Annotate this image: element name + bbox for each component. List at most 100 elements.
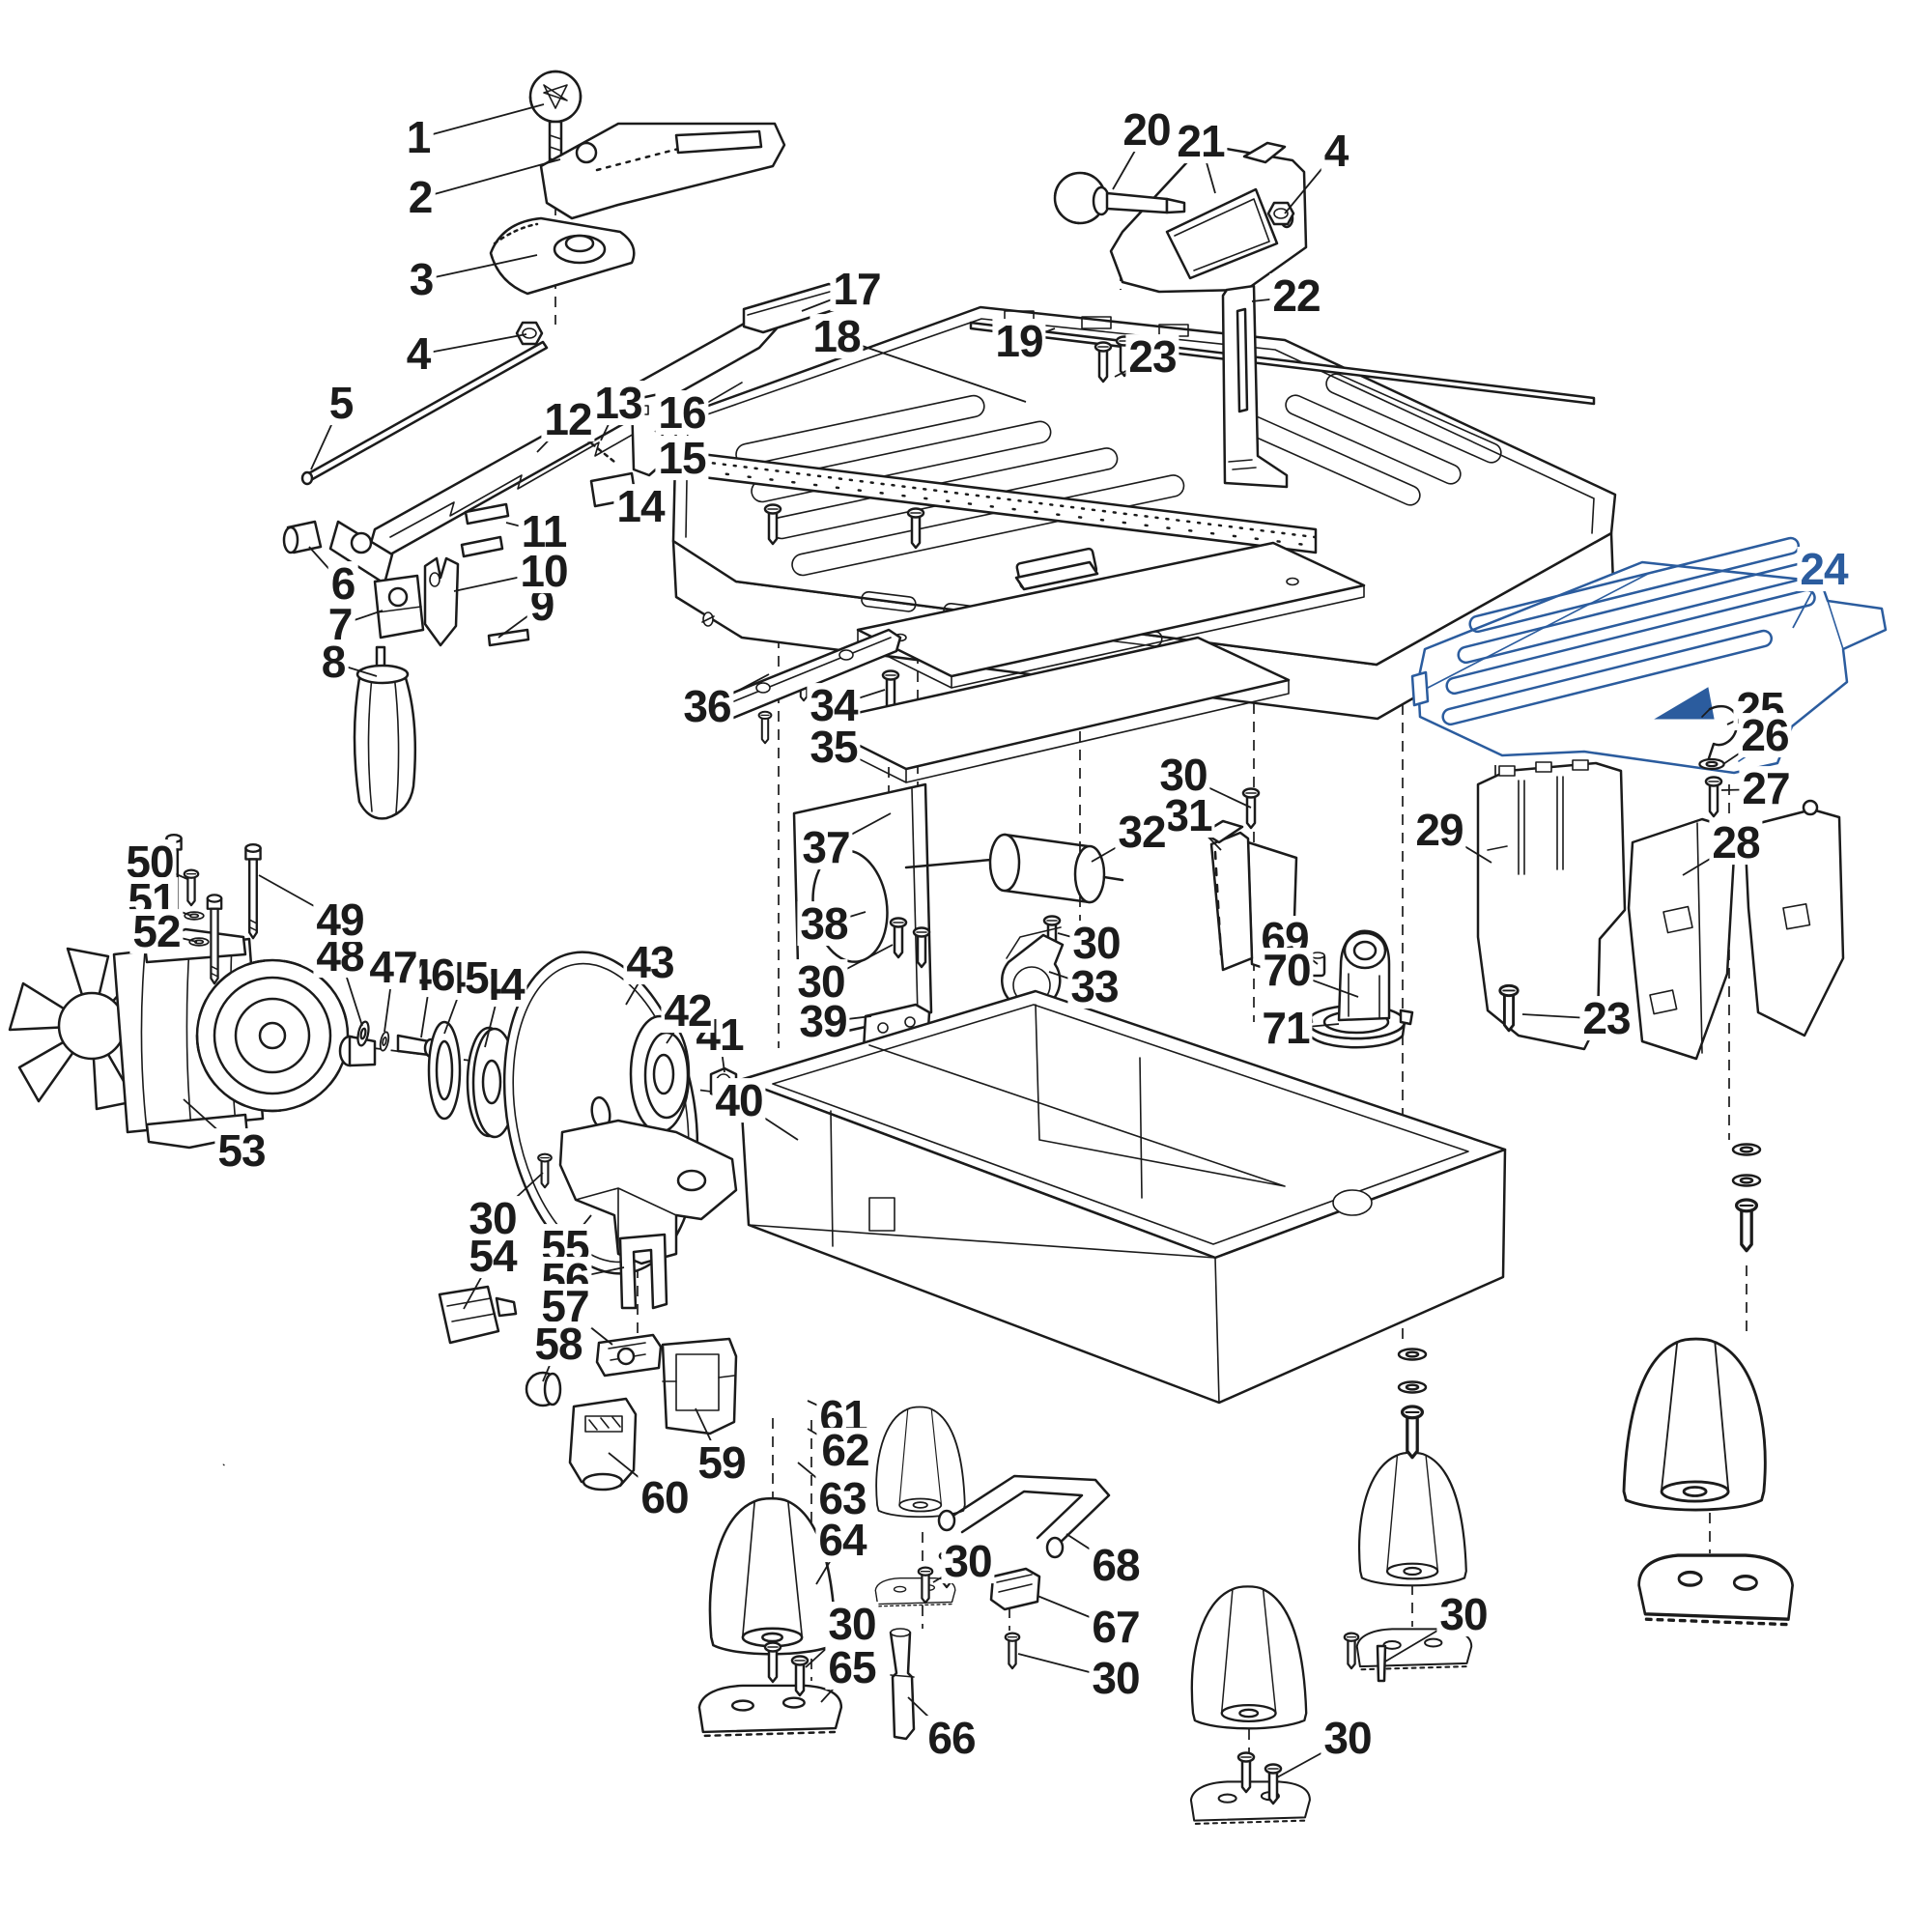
part-label-30-63: 30: [466, 1196, 520, 1241]
part-40-housing-tub: [738, 989, 1507, 1405]
part-label-49-51: 49: [313, 897, 367, 943]
part-label-10-9: 10: [517, 549, 571, 594]
part-label-50-52: 50: [123, 839, 177, 885]
part-label-6-5: 6: [327, 561, 358, 607]
part-label-57-59: 57: [538, 1284, 592, 1329]
part-label-4-3: 4: [403, 331, 434, 377]
part-label-34-35: 34: [807, 683, 861, 728]
part-label-27-27: 27: [1739, 766, 1793, 811]
part-label-60-62: 60: [638, 1475, 692, 1520]
feet-and-bases: [697, 1143, 1795, 1825]
part-56-u-clip: [618, 1233, 668, 1310]
part-32-roller: [904, 833, 1124, 904]
part-70-71-drain: [1298, 929, 1414, 1049]
part-57-switch: [595, 1333, 663, 1378]
part-54-power-cord: [222, 1285, 518, 1466]
part-label-58-60: 58: [531, 1321, 585, 1367]
part-11-pins: [460, 502, 510, 558]
part-label-1-0: 1: [403, 115, 434, 160]
part-5-rod: [300, 340, 549, 486]
part-2-mitre-fence-arm: [539, 122, 786, 220]
part-label-30-71: 30: [941, 1539, 995, 1584]
part-label-39-41: 39: [796, 999, 850, 1044]
part-67-block: [989, 1567, 1041, 1670]
part-label-30-40: 30: [794, 959, 848, 1005]
part-42-flange: [629, 1014, 691, 1134]
part-29-splash-panel: [1476, 759, 1627, 1051]
part-label-15-14: 15: [655, 436, 709, 481]
part-label-19-18: 19: [992, 319, 1046, 364]
part-label-30-68: 30: [825, 1602, 879, 1647]
part-label-36-37: 36: [680, 684, 734, 729]
part-label-18-17: 18: [810, 314, 864, 359]
part-label-26-26: 26: [1738, 713, 1792, 758]
part-label-16-15: 16: [655, 390, 709, 436]
part-label-62-65: 62: [818, 1428, 872, 1473]
part-69-plug: [1309, 952, 1326, 978]
part-label-70-76: 70: [1260, 948, 1314, 993]
part-20-clamp-knob: [1053, 171, 1186, 225]
part-label-38-39: 38: [797, 901, 851, 947]
part-label-4-21: 4: [1321, 128, 1351, 174]
leader-line-4: [417, 333, 527, 355]
part-label-66-70: 66: [924, 1716, 979, 1761]
leader-line-18: [836, 336, 1027, 403]
part-label-2-1: 2: [405, 175, 436, 220]
part-label-21-20: 21: [1174, 119, 1228, 164]
part-label-67-73: 67: [1089, 1605, 1143, 1650]
part-13-spring: [583, 437, 616, 464]
part-label-54-56: 54: [466, 1234, 520, 1279]
part-59-bracket: [661, 1337, 738, 1435]
part-68-carry-handle: [937, 1474, 1111, 1559]
part-label-53-55: 53: [214, 1128, 269, 1174]
part-label-23-78: 23: [1579, 996, 1634, 1041]
leader-line-1: [417, 103, 545, 139]
part-label-31-31: 31: [1161, 793, 1215, 838]
part-8-handle-grip: [353, 645, 417, 820]
leader-line-2: [419, 158, 561, 199]
part-label-30-80: 30: [1321, 1716, 1375, 1761]
part-label-8-7: 8: [318, 639, 349, 685]
part-label-3-2: 3: [406, 257, 437, 302]
part-label-43-45: 43: [623, 940, 677, 985]
part-label-33-34: 33: [1067, 964, 1122, 1009]
part-label-5-4: 5: [326, 381, 356, 426]
part-label-47-49: 47: [366, 945, 420, 990]
part-label-37-38: 37: [799, 825, 853, 870]
part-label-30-33: 30: [1069, 921, 1123, 966]
part-label-35-36: 35: [807, 724, 861, 770]
part-label-22-22: 22: [1269, 273, 1323, 319]
part-6-pin: [282, 520, 323, 554]
part-9-pin: [487, 628, 530, 647]
part-label-30-79: 30: [1436, 1592, 1491, 1637]
part-label-28-28: 28: [1709, 820, 1763, 866]
part-22-bracket: [1221, 284, 1289, 489]
part-label-71-77: 71: [1259, 1006, 1313, 1051]
part-label-30-74: 30: [1089, 1656, 1143, 1701]
part-label-59-61: 59: [695, 1440, 749, 1486]
part-36-clamp-rail: [711, 628, 902, 723]
part-33-clamp: [1001, 915, 1065, 1011]
part-label-7-6: 7: [325, 602, 355, 647]
part-55-mount-bracket: [537, 1119, 738, 1265]
part-66-bolt: [889, 1628, 916, 1741]
part-label-23-23: 23: [1125, 334, 1179, 380]
part-label-17-16: 17: [830, 267, 884, 312]
part-label-13-12: 13: [591, 381, 645, 426]
part-label-63-66: 63: [815, 1476, 869, 1521]
leader-line-3: [420, 254, 538, 281]
part-label-11-10: 11: [518, 509, 570, 554]
part-label-65-69: 65: [825, 1645, 879, 1690]
part-label-42-44: 42: [661, 988, 715, 1034]
part-label-32-32: 32: [1115, 810, 1169, 855]
part-label-29-29: 29: [1412, 808, 1466, 853]
part-label-52-54: 52: [129, 909, 184, 954]
part-label-12-11: 12: [541, 397, 595, 442]
part-28-guard-panels: [1627, 799, 1845, 1061]
part-10-fork-piece: [423, 556, 460, 647]
part-60-plug-holder: [568, 1397, 638, 1492]
part-4-nut-right: [1266, 201, 1295, 226]
part-7-knuckle: [373, 574, 425, 639]
